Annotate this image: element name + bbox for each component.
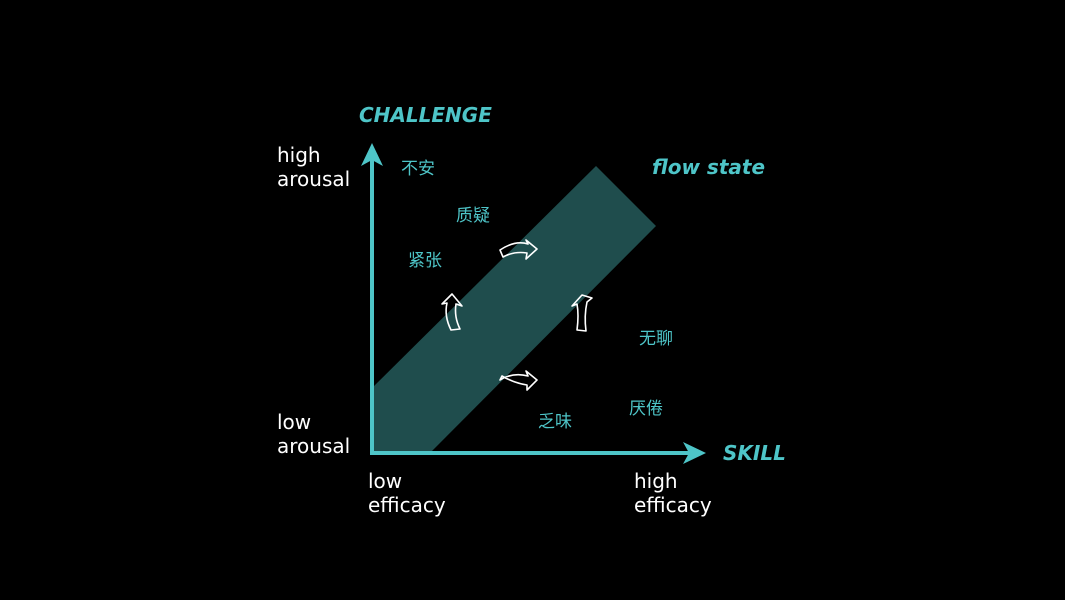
x-axis-arrowhead-icon: [683, 442, 706, 464]
y-high-label: high arousal: [277, 143, 350, 191]
y-low-line2: arousal: [277, 434, 351, 458]
arrow-right-lower-icon: [499, 370, 538, 391]
region-doubt: 质疑: [456, 206, 490, 226]
arrow-right-upper-icon: [499, 239, 538, 260]
x-high-line2: efficacy: [634, 493, 712, 517]
arrow-up-left-icon: [441, 293, 463, 331]
x-high-label: high efficacy: [634, 469, 712, 517]
region-boredom: 无聊: [639, 329, 673, 349]
x-high-line1: high: [634, 469, 678, 493]
y-high-line1: high: [277, 143, 321, 167]
y-axis-title: CHALLENGE: [359, 103, 492, 127]
region-dullness: 乏味: [538, 412, 572, 432]
flow-band: [372, 166, 656, 453]
x-low-line1: low: [368, 469, 403, 493]
y-axis-arrowhead-icon: [361, 143, 383, 166]
x-axis-title: SKILL: [723, 441, 786, 465]
x-low-label: low efficacy: [368, 469, 446, 517]
region-tension: 紧张: [408, 251, 442, 271]
region-weariness: 厌倦: [629, 399, 663, 419]
y-high-line2: arousal: [277, 167, 351, 191]
flow-state-label: flow state: [652, 155, 766, 179]
arrow-up-right-icon: [571, 294, 593, 332]
x-low-line2: efficacy: [368, 493, 446, 517]
y-low-label: low arousal: [277, 410, 350, 458]
region-anxiety: 不安: [401, 159, 435, 179]
y-low-line1: low: [277, 410, 312, 434]
